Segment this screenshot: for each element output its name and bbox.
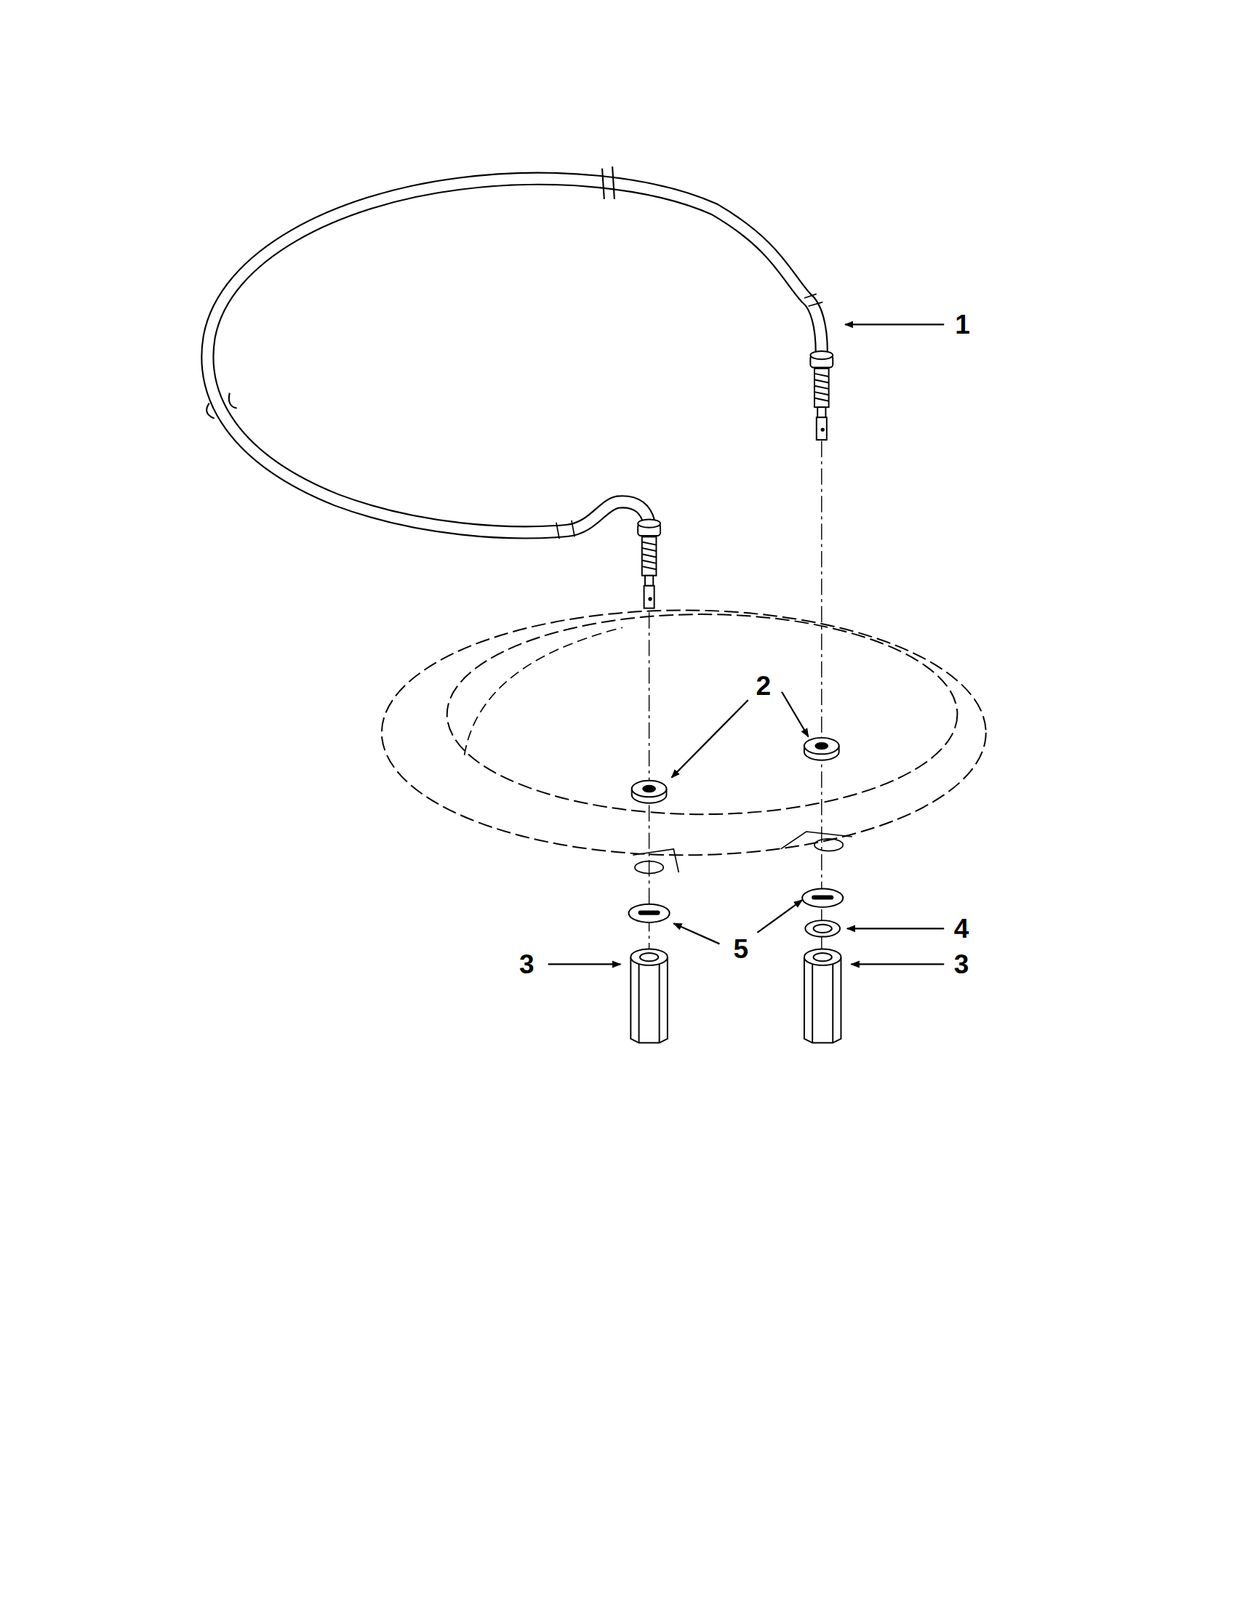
callout-number: 4 [954, 915, 970, 943]
callout-number: 2 [755, 672, 771, 700]
leader-line [548, 324, 945, 965]
callout-number: 3 [519, 951, 535, 979]
tub-outline [381, 610, 987, 856]
hex-nut [630, 949, 841, 1043]
callout-number: 5 [733, 935, 750, 963]
callout-number: 1 [954, 311, 971, 339]
heating-element [206, 166, 823, 539]
gasket [629, 889, 844, 923]
callout-number: 3 [954, 951, 970, 979]
tub-inner [447, 614, 958, 815]
flat-washer [805, 920, 840, 937]
terminal-right [810, 351, 833, 440]
tub-inner-shadow [464, 627, 624, 755]
washer [631, 738, 840, 804]
terminal-left [637, 519, 661, 609]
